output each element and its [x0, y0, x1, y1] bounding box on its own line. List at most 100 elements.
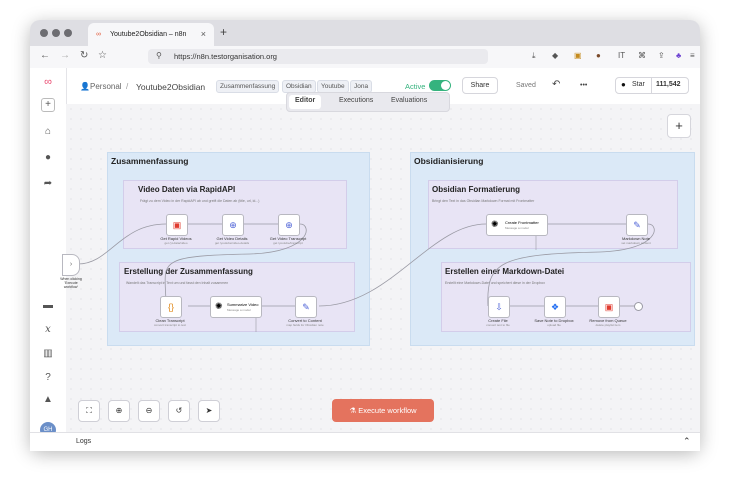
- node-sublabel: convert text to file: [486, 323, 510, 327]
- view-switcher: Editor Executions Evaluations: [286, 92, 450, 112]
- globe-icon: ⊕: [229, 220, 237, 230]
- node-sublabel: Message a model: [227, 308, 251, 312]
- history-icon[interactable]: ↶: [552, 79, 561, 90]
- sub-desc: Frägt zu dem Video in der RapidAPI ab un…: [140, 199, 260, 203]
- n8n-favicon-icon: ∞: [96, 31, 101, 38]
- forward-icon[interactable]: →: [60, 50, 70, 61]
- zoom-in-icon: ⊕: [115, 406, 123, 415]
- connection: [164, 223, 307, 307]
- breadcrumb-separator: /: [126, 82, 129, 91]
- personal-icon[interactable]: ●: [44, 152, 52, 163]
- browser-tab[interactable]: ∞ Youtube2Obsidian – n8n ×: [88, 23, 214, 46]
- tab-close-icon[interactable]: ×: [200, 29, 206, 39]
- user-icon: 👤: [80, 82, 90, 91]
- back-icon[interactable]: ←: [40, 50, 50, 61]
- http-node-get-video-transcript[interactable]: ⊕: [278, 214, 300, 236]
- insights-icon[interactable]: ▥: [43, 348, 53, 359]
- new-tab-button[interactable]: +: [220, 25, 228, 39]
- edit-node-convert-to-content[interactable]: ✎: [295, 296, 317, 318]
- star-count: 111,542: [656, 81, 681, 88]
- sub-desc: Wandelt das Transcript in Text um und fa…: [126, 281, 229, 285]
- node-sublabel: get /youtube/video-details: [214, 241, 250, 245]
- reset-zoom-button[interactable]: ↺: [168, 400, 190, 422]
- project-breadcrumb[interactable]: Personal: [90, 82, 122, 91]
- extension-icon[interactable]: ●: [596, 51, 601, 60]
- zoom-in-button[interactable]: ⊕: [108, 400, 130, 422]
- tidy-up-button[interactable]: ➤: [198, 400, 220, 422]
- close-window-dot[interactable]: [40, 29, 48, 37]
- url-field[interactable]: ⚲ https://n8n.testorganisation.org: [148, 49, 488, 64]
- tab-title: Youtube2Obsidian – n8n: [110, 31, 187, 38]
- help-icon[interactable]: ?: [45, 372, 51, 383]
- node-label: Remove from Queue: [589, 318, 627, 323]
- group-title: Obsidianisierung: [414, 156, 484, 166]
- node-label: Get Rapid Videos: [160, 236, 192, 241]
- youtube-node-get-rapid-videos[interactable]: ▣: [166, 214, 188, 236]
- site-info-icon[interactable]: ⚲: [156, 51, 162, 60]
- shield-icon[interactable]: ◆: [552, 51, 559, 60]
- connection: [487, 223, 655, 307]
- execute-label: Execute workflow: [358, 406, 417, 415]
- variables-icon[interactable]: x: [45, 324, 51, 335]
- shared-icon[interactable]: ➦: [43, 178, 53, 189]
- puzzle-icon[interactable]: ⌘: [638, 51, 646, 60]
- end-connector[interactable]: [634, 302, 643, 311]
- zoom-to-fit-button[interactable]: ⛶: [78, 400, 100, 422]
- n8n-logo-icon[interactable]: ∞: [44, 76, 52, 88]
- toggle-knob: [441, 81, 450, 90]
- more-options-button[interactable]: •••: [580, 82, 588, 89]
- github-star-button[interactable]: ● Star 111,542: [615, 77, 689, 94]
- profile-extension-icon[interactable]: ♣: [676, 51, 682, 60]
- tab-evaluations[interactable]: Evaluations: [391, 97, 428, 104]
- add-workflow-button[interactable]: +: [30, 98, 66, 112]
- add-node-button[interactable]: +: [667, 114, 691, 138]
- sub-title: Erstellung der Zusammenfassung: [124, 267, 253, 276]
- share-button[interactable]: Share: [462, 77, 498, 94]
- translate-icon[interactable]: IT: [618, 51, 626, 60]
- maximize-window-dot[interactable]: [64, 29, 72, 37]
- zoom-out-button[interactable]: ⊖: [138, 400, 160, 422]
- youtube-node-remove-from-queue[interactable]: ▣: [598, 296, 620, 318]
- tab-editor[interactable]: Editor: [295, 97, 316, 104]
- chevron-up-icon[interactable]: ⌃: [683, 436, 691, 446]
- node-label: Get Video Transcript: [269, 236, 307, 241]
- tag-zusammenfassung[interactable]: Zusammenfassung: [216, 80, 280, 93]
- logs-panel[interactable]: Logs ⌃: [30, 432, 700, 451]
- avatar-initials: GH: [43, 427, 53, 433]
- http-node-get-video-details[interactable]: ⊕: [222, 214, 244, 236]
- cursor-icon: ➤: [205, 406, 213, 415]
- active-label: Active: [405, 82, 426, 91]
- manual-trigger-node[interactable]: ›: [62, 254, 80, 276]
- minimize-window-dot[interactable]: [52, 29, 60, 37]
- share-page-icon[interactable]: ⇪: [658, 51, 665, 60]
- execute-workflow-button[interactable]: ⚗ Execute workflow: [332, 399, 434, 422]
- dropbox-node-save-note[interactable]: ❖: [544, 296, 566, 318]
- tab-executions[interactable]: Executions: [339, 97, 374, 104]
- code-node-clean-transcript[interactable]: {}: [160, 296, 182, 318]
- node-sublabel: Message a model: [505, 226, 529, 230]
- menu-icon[interactable]: ≡: [690, 51, 695, 60]
- bookmark-icon[interactable]: ☆: [98, 50, 107, 61]
- openai-node-summarize-video[interactable]: ✺ Summarize Video Message a model: [210, 296, 262, 318]
- group-title: Zusammenfassung: [111, 156, 189, 166]
- downloads-icon[interactable]: ⤓: [532, 51, 536, 60]
- active-toggle[interactable]: [429, 80, 451, 91]
- tab-bar: ∞ Youtube2Obsidian – n8n × +: [30, 20, 700, 46]
- openai-node-create-frontmatter[interactable]: ✺ Create Frontmatter Message a model: [486, 214, 548, 236]
- edit-node-markdown-note[interactable]: ✎: [626, 214, 648, 236]
- node-sublabel: upload file: [547, 323, 561, 327]
- reload-icon[interactable]: ↻: [80, 50, 89, 61]
- workflow-name[interactable]: Youtube2Obsidian: [136, 82, 206, 92]
- home-icon[interactable]: ⌂: [44, 126, 52, 137]
- templates-icon[interactable]: ▬: [43, 300, 53, 311]
- node-label: Markdown Note: [621, 236, 650, 241]
- sticky-markdown-datei[interactable]: Erstellen einer Markdown-Datei Erstellt …: [441, 262, 691, 332]
- whats-new-icon[interactable]: ▲: [43, 394, 53, 405]
- connection: [318, 223, 487, 307]
- sub-title: Video Daten via RapidAPI: [138, 185, 236, 194]
- youtube-icon: ▣: [604, 302, 614, 312]
- convert-node-create-file[interactable]: ⇩: [488, 296, 510, 318]
- extension-badge-icon[interactable]: ▣: [574, 51, 582, 60]
- github-icon: ●: [621, 80, 626, 89]
- node-label: Get Video Details: [216, 236, 248, 241]
